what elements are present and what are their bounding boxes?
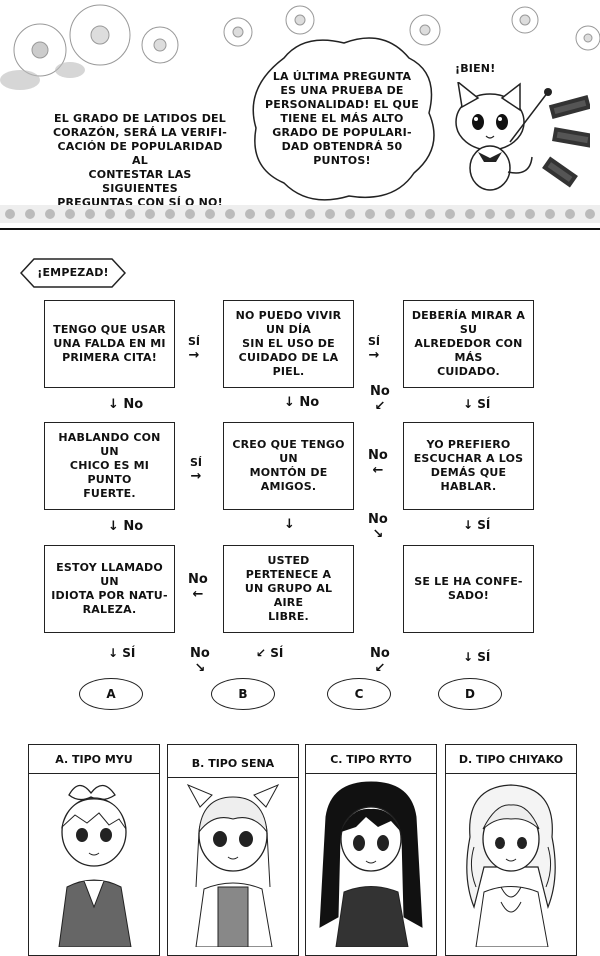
arrow-q9-down: ↓ SÍ xyxy=(463,650,491,664)
arrow-q8-q7: No← xyxy=(188,572,208,602)
arrow-q6-q5: No← xyxy=(368,448,388,478)
arrow-q8-si: ↙ SÍ xyxy=(256,646,284,660)
type-panel-d: D. TIPO CHIYAKO xyxy=(445,744,577,956)
character-chiyako-icon xyxy=(466,784,556,947)
result-b: B xyxy=(211,678,275,710)
arrow-q2-down: ↓ No xyxy=(284,395,320,410)
character-sena-icon xyxy=(186,783,280,947)
question-box-9: SE LE HA CONFE-SADO! xyxy=(403,545,534,633)
section-divider xyxy=(0,228,600,230)
arrow-q4-q5: SÍ→ xyxy=(190,456,203,484)
arrow-q3-down: ↓ SÍ xyxy=(463,397,491,411)
speech-cloud-icon xyxy=(252,37,435,201)
type-title-b: B. TIPO SENA xyxy=(168,749,298,778)
arrow-q6-down: ↓ SÍ xyxy=(463,518,491,532)
header-section: EL GRADO DE LATIDOS DEL CORAZÓN, SERÁ LA… xyxy=(0,0,600,223)
start-badge-shape xyxy=(20,258,126,288)
arrow-q3-q5-no: No↙ xyxy=(370,384,390,414)
arrow-q9-no: No↙ xyxy=(370,646,390,676)
result-c: C xyxy=(327,678,391,710)
result-d: D xyxy=(438,678,502,710)
arrow-q7-down: ↓ SÍ xyxy=(108,646,136,660)
flower-decoration-icon xyxy=(0,4,600,90)
arrow-q5-q9-no: No↘ xyxy=(368,512,388,542)
type-panel-b: B. TIPO SENA xyxy=(167,744,299,956)
arrow-q1-down: ↓ No xyxy=(108,397,144,412)
character-myu-icon xyxy=(58,784,132,947)
type-panel-a: A. TIPO MYU xyxy=(28,744,160,956)
arrow-q5-down: ↓ xyxy=(284,517,295,532)
type-title-a: A. TIPO MYU xyxy=(29,745,159,774)
cat-mascot-icon xyxy=(455,82,590,191)
character-ryto-icon xyxy=(319,781,423,947)
type-title-d: D. TIPO CHIYAKO xyxy=(446,745,576,774)
arrow-q1-q2: SÍ→ xyxy=(188,335,201,363)
arrow-q4-down: ↓ No xyxy=(108,519,144,534)
arrow-q8-no: No↘ xyxy=(190,646,210,676)
intro-text: EL GRADO DE LATIDOS DEL CORAZÓN, SERÁ LA… xyxy=(52,112,228,209)
cloud-text: LA ÚLTIMA PREGUNTA ES UNA PRUEBA DE PERS… xyxy=(265,70,419,167)
type-panel-c: C. TIPO RYTO xyxy=(305,744,437,956)
start-label: ¡EMPEZAD! xyxy=(37,266,109,279)
arrow-q2-q3: SÍ→ xyxy=(368,335,381,363)
decorative-border xyxy=(0,205,600,223)
mascot-speech: ¡BIEN! xyxy=(455,62,496,75)
result-a: A xyxy=(79,678,143,710)
type-title-c: C. TIPO RYTO xyxy=(306,745,436,774)
